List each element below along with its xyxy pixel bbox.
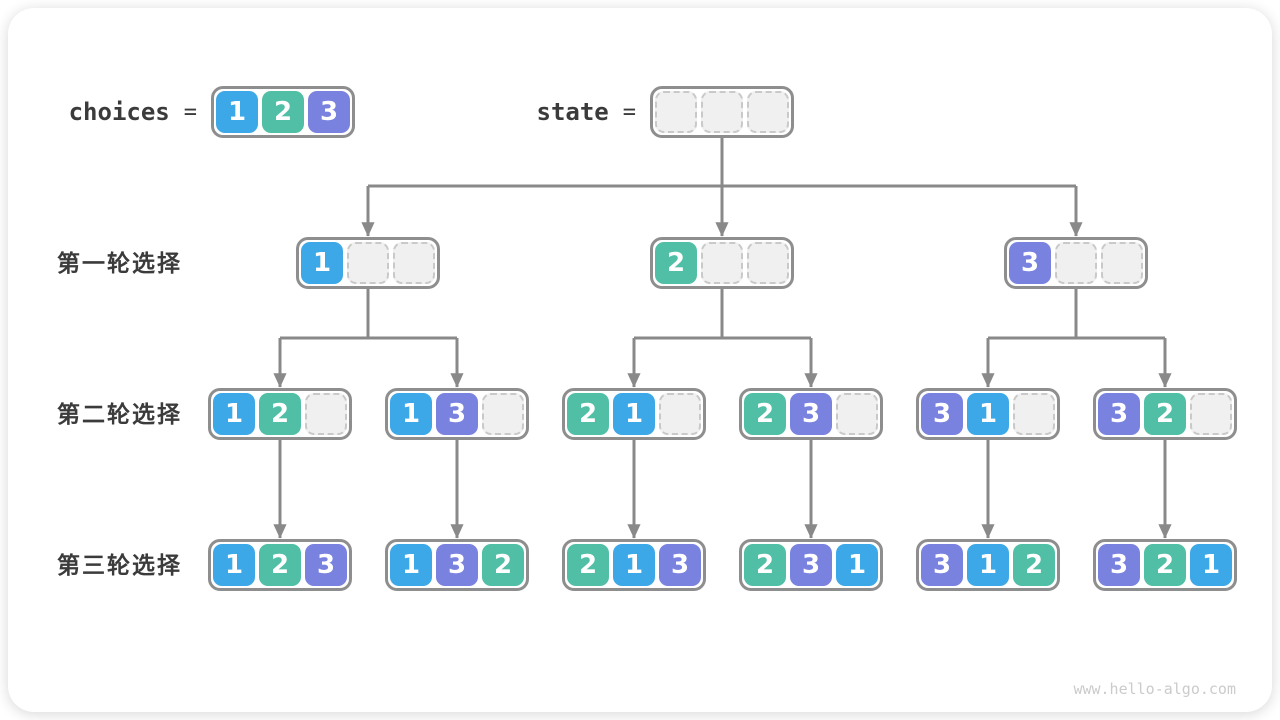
empty-cell — [701, 242, 743, 284]
value-cell-2: 2 — [482, 544, 524, 586]
state-array-box — [650, 86, 794, 138]
value-cell-3: 3 — [305, 544, 347, 586]
value-cell-1: 1 — [1190, 544, 1232, 586]
value-cell-1: 1 — [967, 544, 1009, 586]
value-cell-1: 1 — [213, 544, 255, 586]
state-header: state = — [420, 86, 637, 138]
empty-cell — [1055, 242, 1097, 284]
empty-cell — [659, 393, 701, 435]
value-cell-2: 2 — [1013, 544, 1055, 586]
empty-cell — [1190, 393, 1232, 435]
value-cell-1: 1 — [301, 242, 343, 284]
empty-cell — [482, 393, 524, 435]
value-cell-3: 3 — [921, 393, 963, 435]
value-cell-1: 1 — [836, 544, 878, 586]
value-cell-1: 1 — [216, 91, 258, 133]
choices-label: choices — [68, 98, 170, 126]
state-label: state — [536, 98, 609, 126]
value-cell-3: 3 — [436, 544, 478, 586]
value-cell-3: 3 — [1098, 393, 1140, 435]
value-cell-3: 3 — [1098, 544, 1140, 586]
round-1-label: 第一轮选择 — [57, 250, 182, 276]
value-cell-1: 1 — [613, 544, 655, 586]
choices-header: choices = — [0, 86, 197, 138]
value-cell-3: 3 — [790, 544, 832, 586]
value-cell-3: 3 — [790, 393, 832, 435]
value-cell-2: 2 — [1144, 544, 1186, 586]
value-cell-2: 2 — [567, 544, 609, 586]
empty-cell — [1013, 393, 1055, 435]
value-cell-1: 1 — [390, 544, 432, 586]
empty-cell — [747, 242, 789, 284]
value-cell-2: 2 — [744, 393, 786, 435]
round-2-label: 第二轮选择 — [57, 401, 182, 427]
value-cell-1: 1 — [213, 393, 255, 435]
value-cell-3: 3 — [308, 91, 350, 133]
value-cell-2: 2 — [567, 393, 609, 435]
choices-equals-sign: = — [183, 99, 197, 125]
round-1-state-box: 1 — [296, 237, 440, 289]
value-cell-1: 1 — [967, 393, 1009, 435]
empty-cell — [393, 242, 435, 284]
value-cell-2: 2 — [744, 544, 786, 586]
empty-cell — [836, 393, 878, 435]
value-cell-3: 3 — [1009, 242, 1051, 284]
empty-cell — [305, 393, 347, 435]
value-cell-2: 2 — [1144, 393, 1186, 435]
round-1-state-box: 2 — [650, 237, 794, 289]
round-1-state-box: 3 — [1004, 237, 1148, 289]
value-cell-2: 2 — [655, 242, 697, 284]
value-cell-2: 2 — [262, 91, 304, 133]
value-cell-3: 3 — [659, 544, 701, 586]
round-3-label: 第三轮选择 — [57, 552, 182, 578]
empty-cell — [747, 91, 789, 133]
value-cell-2: 2 — [259, 393, 301, 435]
state-equals-sign: = — [622, 99, 636, 125]
empty-cell — [655, 91, 697, 133]
empty-cell — [701, 91, 743, 133]
value-cell-1: 1 — [390, 393, 432, 435]
value-cell-3: 3 — [436, 393, 478, 435]
empty-cell — [347, 242, 389, 284]
value-cell-1: 1 — [613, 393, 655, 435]
watermark: www.hello-algo.com — [1073, 680, 1236, 698]
value-cell-3: 3 — [921, 544, 963, 586]
empty-cell — [1101, 242, 1143, 284]
value-cell-2: 2 — [259, 544, 301, 586]
